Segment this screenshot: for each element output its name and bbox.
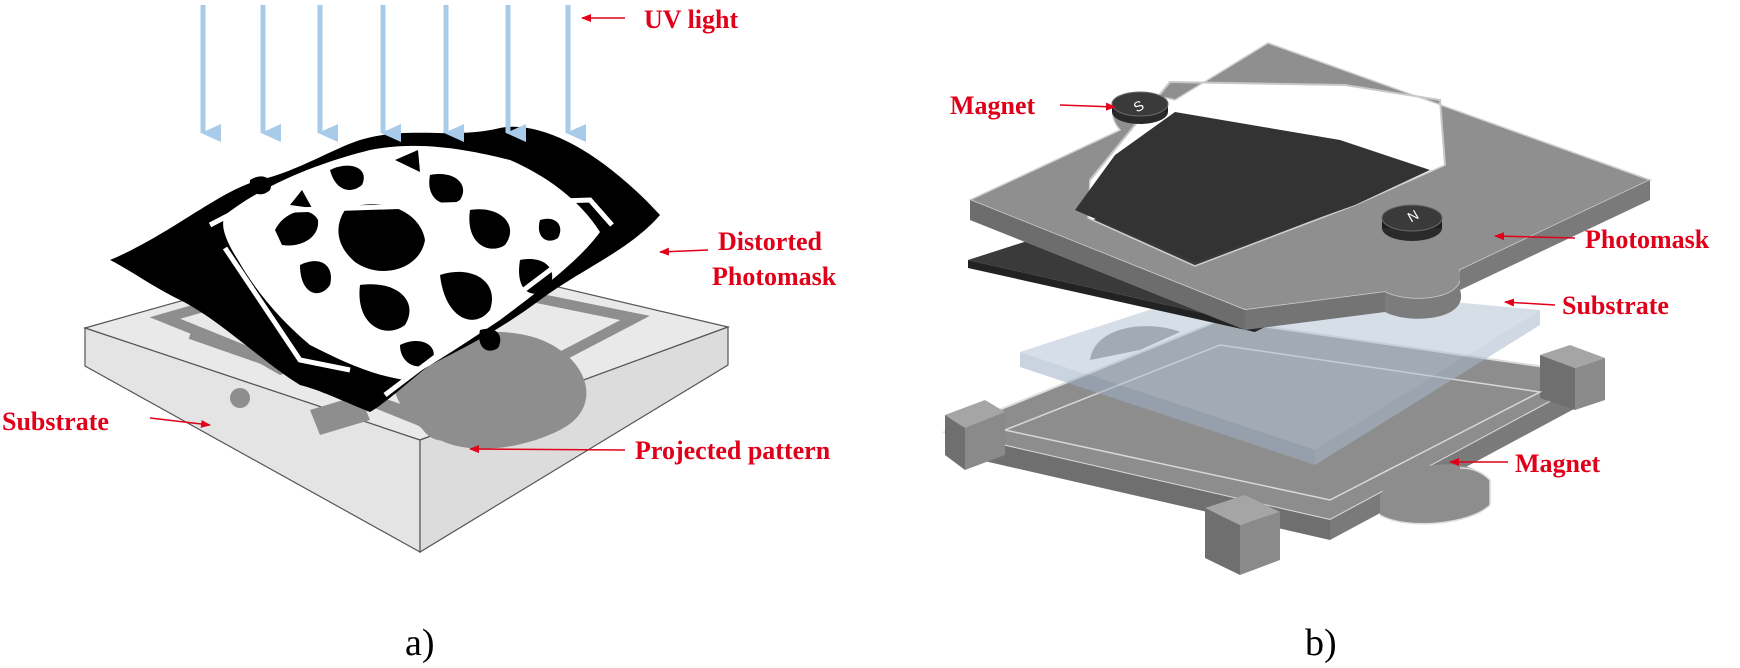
- magnet-top-leader: [1059, 102, 1116, 111]
- distorted-photomask: [110, 126, 660, 412]
- panel-a: UV light Distorted Photomask Substrate P…: [2, 5, 837, 664]
- corner-post: [945, 400, 1005, 470]
- magnet-bottom-label: Magnet: [1515, 449, 1601, 478]
- substrate-b: [1020, 282, 1540, 465]
- distorted-photomask-leader: [659, 247, 709, 256]
- corner-post: [1540, 345, 1605, 410]
- substrate-leader-b: [1504, 298, 1556, 307]
- corner-post: [1205, 495, 1280, 575]
- photomask-leader-b: [1494, 232, 1576, 241]
- magnet-top-label: Magnet: [950, 91, 1036, 120]
- uv-light-label: UV light: [644, 5, 738, 34]
- panel-b: S N Magnet Photomask Substrate Magnet b): [941, 42, 1710, 664]
- photomask-label-b: Photomask: [1585, 225, 1710, 254]
- distorted-photomask-label-line1: Distorted: [718, 227, 823, 256]
- distorted-photomask-label-line2: Photomask: [712, 262, 837, 291]
- caption-a: a): [405, 622, 435, 664]
- substrate-leader-a: [149, 417, 211, 428]
- projected-pattern-leader: [469, 445, 626, 454]
- substrate-label-a: Substrate: [2, 407, 109, 436]
- uv-light-arrows: [200, 5, 586, 142]
- magnet-n: N: [1381, 204, 1443, 241]
- panel-b-annotations: Magnet Photomask Substrate Magnet: [950, 91, 1710, 478]
- panel-a-annotations: UV light Distorted Photomask Substrate P…: [2, 5, 837, 465]
- magnet-s: S: [1111, 91, 1169, 124]
- projected-pattern-label: Projected pattern: [635, 436, 831, 465]
- substrate-label-b: Substrate: [1562, 291, 1669, 320]
- caption-b: b): [1305, 622, 1337, 664]
